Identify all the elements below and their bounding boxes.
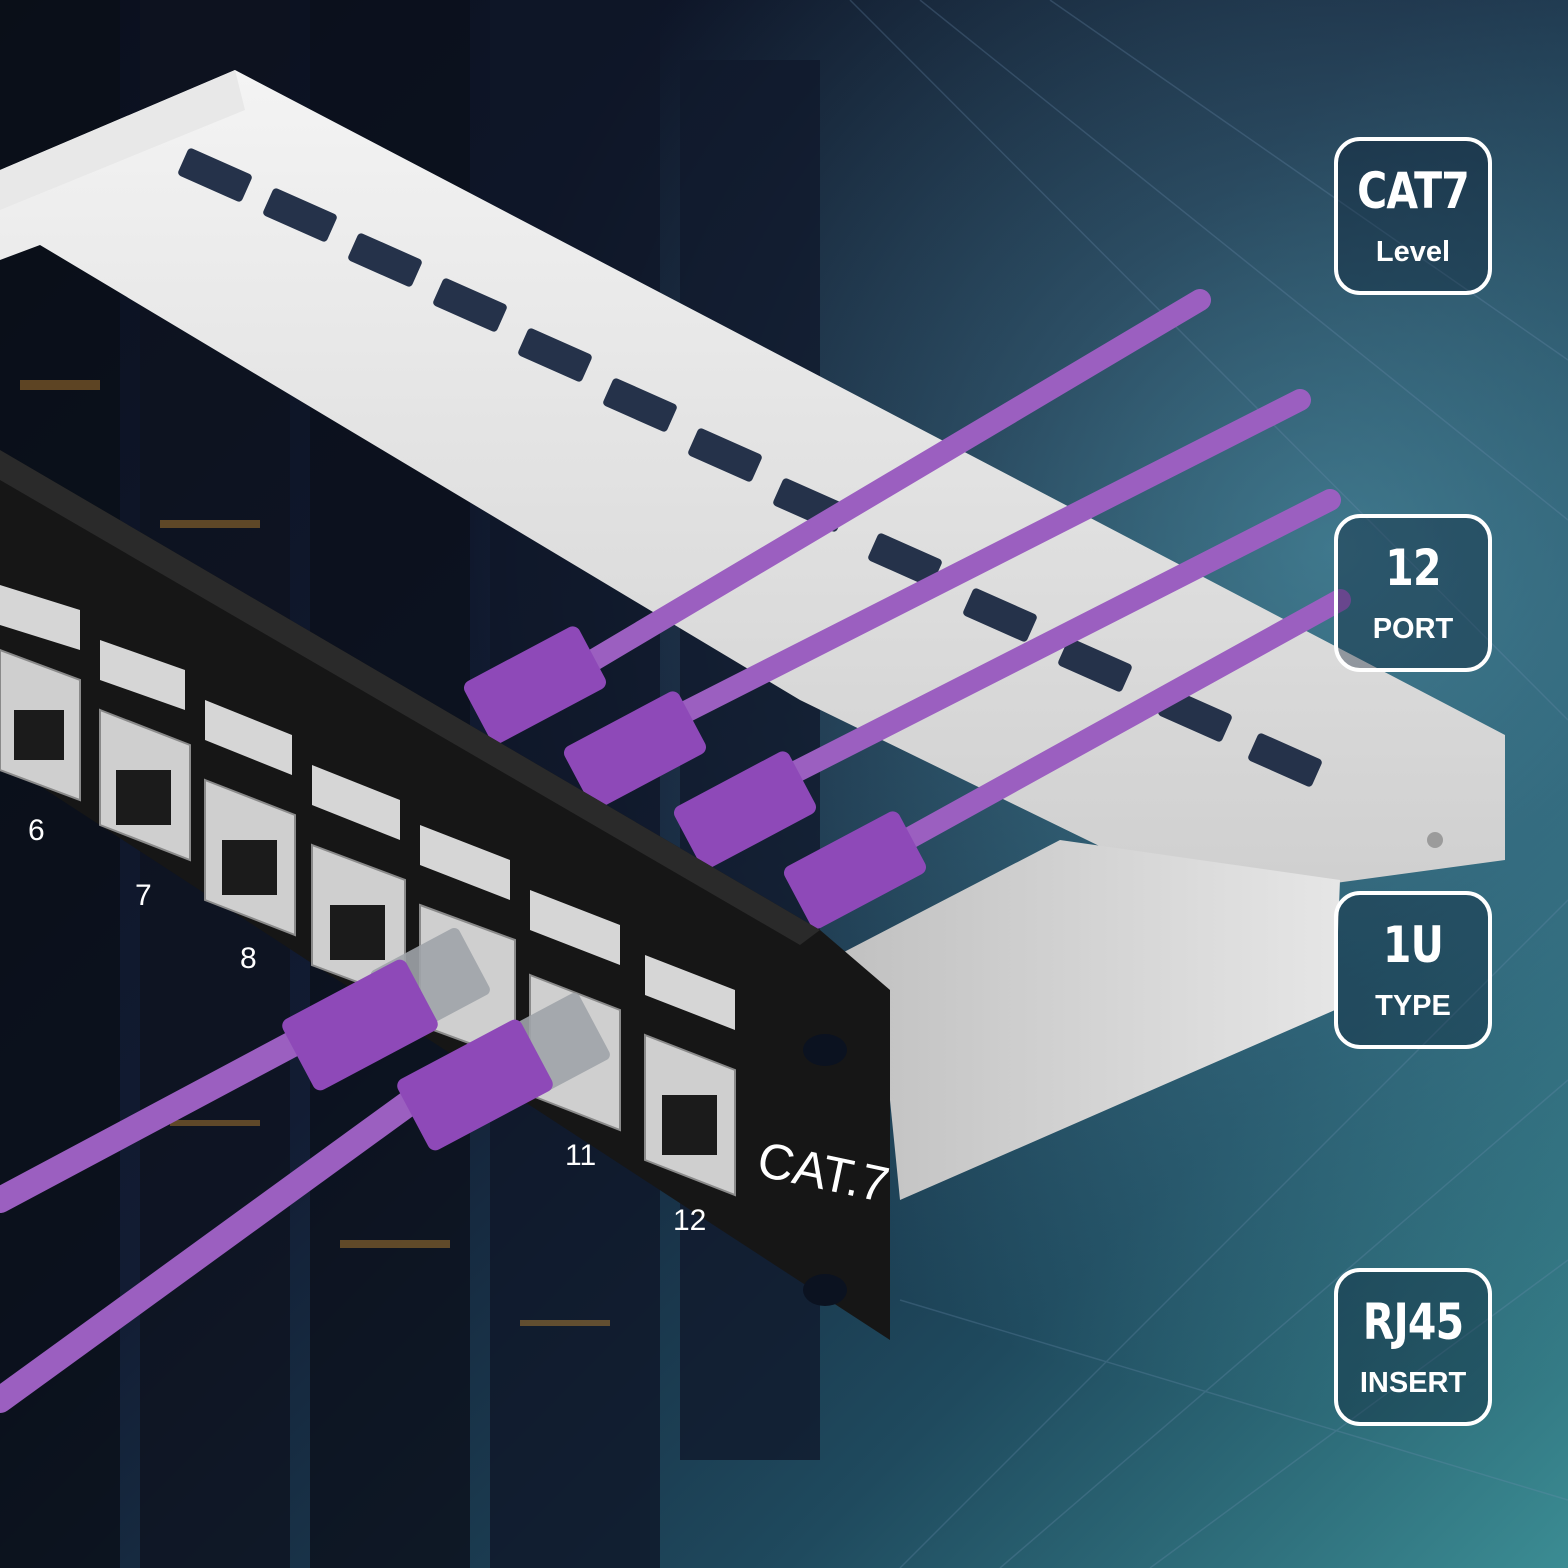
- port-number-label: 6: [28, 814, 45, 847]
- port-number-label: 11: [565, 1139, 596, 1172]
- badge-main-text: 1U: [1382, 916, 1444, 974]
- feature-badge-cat7: CAT7 Level: [1334, 137, 1492, 295]
- badge-sub-text: TYPE: [1375, 990, 1451, 1022]
- port-number-label: 12: [673, 1204, 706, 1237]
- port-number-label: 8: [240, 942, 257, 975]
- purple-cables-front: [0, 1027, 433, 1413]
- rj45-boots-rear: [463, 626, 927, 929]
- feature-badge-ports: 12 PORT: [1334, 514, 1492, 672]
- feature-badge-rj45: RJ45 INSERT: [1334, 1268, 1492, 1426]
- feature-badge-type: 1U TYPE: [1334, 891, 1492, 1049]
- badge-main-text: RJ45: [1362, 1293, 1464, 1351]
- purple-cables-rear: [549, 289, 1351, 871]
- rj45-plugs-front: [282, 927, 610, 1151]
- side-bracket: [790, 840, 1340, 1200]
- badge-sub-text: PORT: [1372, 613, 1454, 645]
- badge-sub-text: Level: [1375, 236, 1451, 268]
- badge-sub-text: INSERT: [1359, 1367, 1467, 1399]
- badge-main-text: CAT7: [1357, 162, 1470, 220]
- badge-main-text: 12: [1385, 539, 1441, 597]
- port-number-label: 7: [135, 879, 152, 912]
